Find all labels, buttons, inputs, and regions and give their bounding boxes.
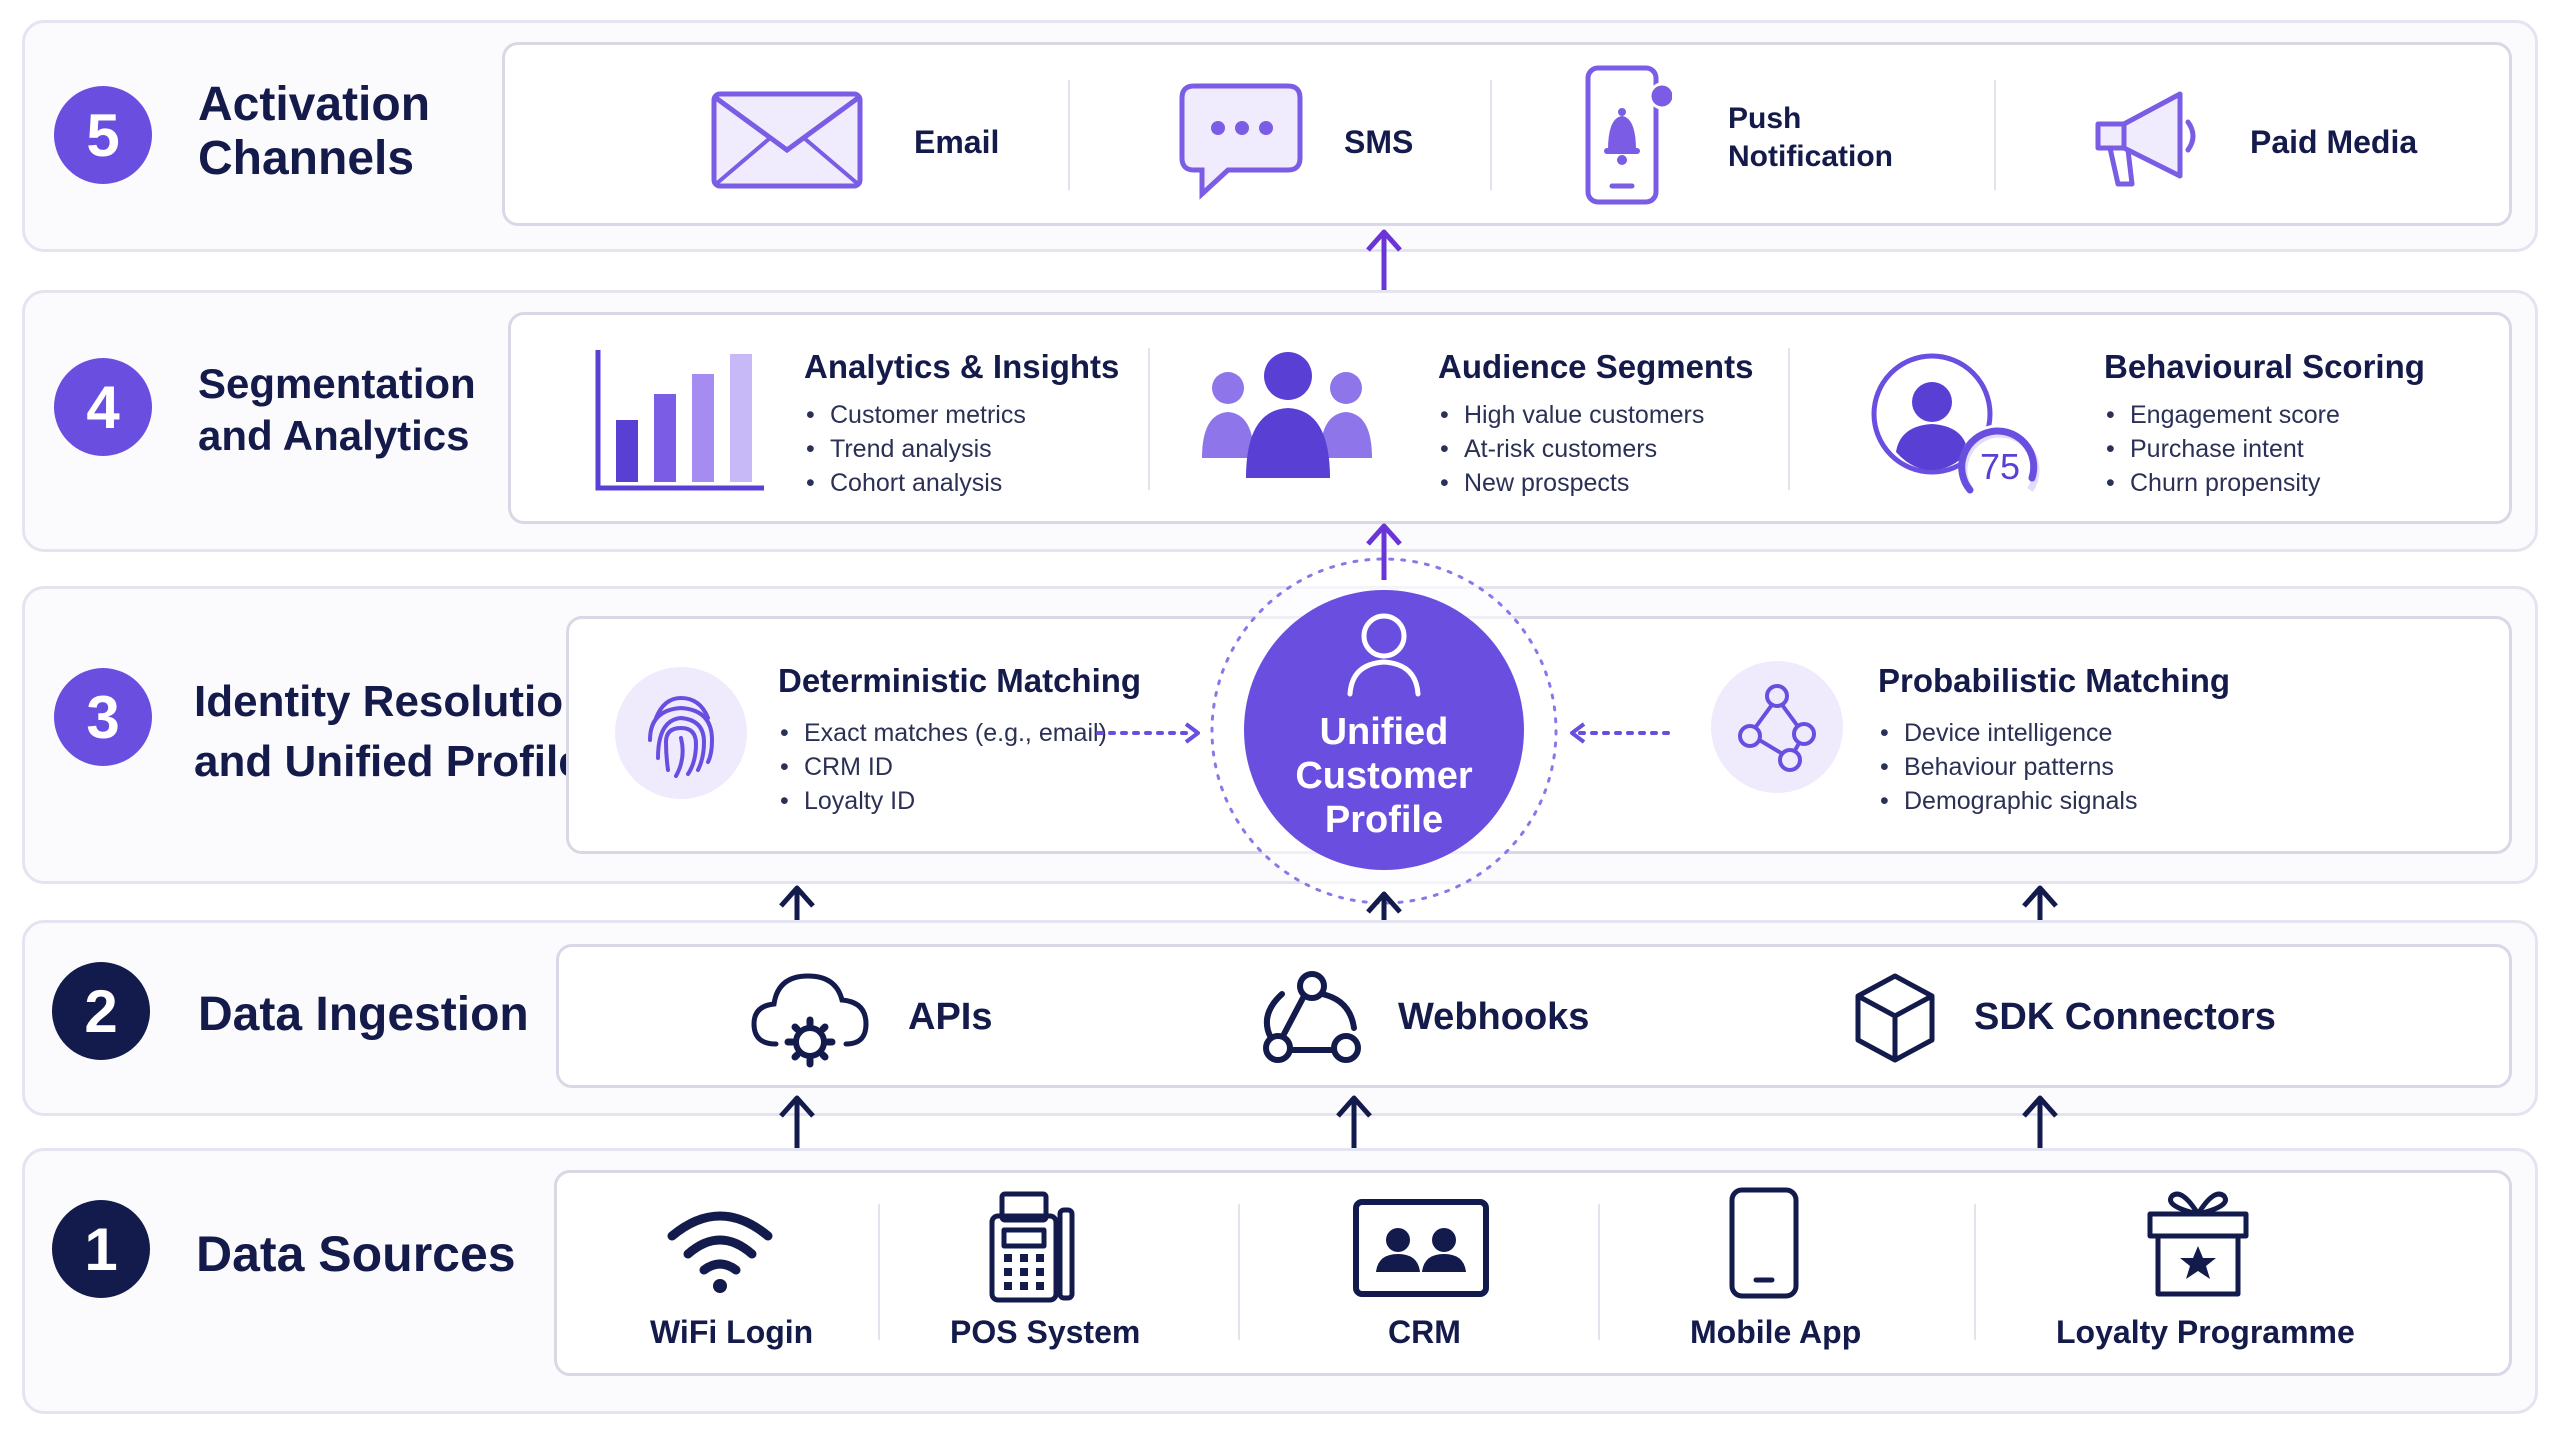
megaphone-icon — [2095, 91, 2196, 187]
bar-chart-icon — [595, 350, 764, 491]
list-item: Exact matches (e.g., email) — [778, 716, 1107, 750]
gift-star-icon — [2147, 1191, 2249, 1297]
network-nodes-icon — [1711, 661, 1843, 793]
unified-profile-line3: Profile — [1324, 799, 1444, 841]
list-item: Device intelligence — [1878, 716, 2137, 750]
divider — [1974, 1204, 1976, 1340]
webhook-icon — [1263, 971, 1361, 1063]
deterministic-matching-list: Exact matches (e.g., email) CRM ID Loyal… — [778, 716, 1107, 818]
arrow-up-icon — [1336, 1095, 1372, 1150]
user-icon — [1347, 613, 1421, 697]
divider — [1994, 80, 1996, 190]
wifi-icon — [667, 1211, 773, 1293]
layer-5-title: Activation Channels — [198, 78, 430, 186]
divider — [1598, 1204, 1600, 1340]
arrow-up-icon — [2022, 1095, 2058, 1150]
channel-paid-media-label: Paid Media — [2250, 124, 2418, 160]
list-item: High value customers — [1438, 398, 1704, 432]
arrow-up-icon — [1366, 229, 1402, 290]
pos-terminal-icon — [989, 1191, 1075, 1303]
layer-3-title-line2: and Unified Profile — [194, 737, 583, 786]
unified-profile-circle — [1244, 590, 1524, 870]
behavioural-score-value: 75 — [1980, 446, 2021, 487]
ingestion-webhooks-label: Webhooks — [1398, 996, 1590, 1038]
layer-4-title-line2: and Analytics — [198, 412, 470, 459]
contact-card-icon — [1353, 1199, 1489, 1297]
probabilistic-matching-list: Device intelligence Behaviour patterns D… — [1878, 716, 2137, 818]
analytics-insights-title: Analytics & Insights — [804, 348, 1120, 385]
layer-5-title-line2: Channels — [198, 131, 415, 185]
layer-4-badge: 4 — [54, 358, 152, 456]
audience-segments-title: Audience Segments — [1438, 348, 1754, 385]
layer-2-title: Data Ingestion — [198, 988, 529, 1041]
layer-5-badge: 5 — [54, 86, 152, 184]
layer-4-title: Segmentation and Analytics — [198, 358, 476, 462]
divider — [1148, 348, 1150, 490]
unified-profile-label: Unified Customer Profile — [1244, 710, 1524, 842]
list-item: Trend analysis — [804, 432, 1026, 466]
behavioural-scoring-list: Engagement score Purchase intent Churn p… — [2104, 398, 2340, 500]
channel-push-label: Push Notification — [1728, 100, 1893, 176]
mobile-phone-icon — [1729, 1187, 1799, 1299]
channel-sms-label: SMS — [1344, 124, 1414, 160]
fingerprint-icon — [615, 667, 747, 799]
channel-push-label-line2: Notification — [1728, 140, 1893, 173]
layer-3-badge: 3 — [54, 668, 152, 766]
layer-5-title-line1: Activation — [198, 78, 431, 131]
dotted-arrow-left-icon — [1570, 722, 1674, 744]
source-pos-label: POS System — [950, 1314, 1141, 1350]
layer-1-title: Data Sources — [196, 1226, 516, 1282]
ingestion-sdk-connectors-label: SDK Connectors — [1974, 996, 2276, 1038]
divider — [1788, 348, 1790, 490]
list-item: New prospects — [1438, 466, 1704, 500]
phone-bell-icon — [1585, 65, 1672, 205]
list-item: CRM ID — [778, 750, 1107, 784]
divider — [878, 1204, 880, 1340]
divider — [1490, 80, 1492, 190]
deterministic-matching-title: Deterministic Matching — [778, 662, 1142, 699]
list-item: Loyalty ID — [778, 784, 1107, 818]
list-item: Churn propensity — [2104, 466, 2340, 500]
source-mobile-app-label: Mobile App — [1690, 1314, 1862, 1350]
source-wifi-label: WiFi Login — [650, 1314, 814, 1350]
data-sources-panel — [554, 1170, 2512, 1376]
ingestion-apis-label: APIs — [908, 996, 993, 1038]
layer-3-title-line1: Identity Resolution — [194, 677, 590, 726]
layer-2-badge: 2 — [52, 962, 150, 1060]
source-loyalty-label: Loyalty Programme — [2056, 1314, 2355, 1350]
list-item: Behaviour patterns — [1878, 750, 2137, 784]
probabilistic-matching-title: Probabilistic Matching — [1878, 662, 2231, 699]
list-item: Cohort analysis — [804, 466, 1026, 500]
source-crm-label: CRM — [1388, 1314, 1461, 1350]
behavioural-scoring-title: Behavioural Scoring — [2104, 348, 2425, 385]
cube-icon — [1855, 973, 1935, 1063]
layer-4-title-line1: Segmentation — [198, 360, 476, 407]
list-item: Customer metrics — [804, 398, 1026, 432]
divider — [1068, 80, 1070, 190]
list-item: Demographic signals — [1878, 784, 2137, 818]
list-item: At-risk customers — [1438, 432, 1704, 466]
arrow-up-icon — [1366, 523, 1402, 580]
audience-segments-list: High value customers At-risk customers N… — [1438, 398, 1704, 500]
unified-profile-line2: Customer — [1295, 755, 1473, 797]
list-item: Engagement score — [2104, 398, 2340, 432]
people-group-icon — [1202, 352, 1372, 478]
cloud-gear-icon — [751, 973, 869, 1068]
arrow-up-icon — [779, 1095, 815, 1150]
channel-email-label: Email — [914, 124, 1000, 160]
analytics-insights-list: Customer metrics Trend analysis Cohort a… — [804, 398, 1026, 500]
channel-push-label-line1: Push — [1728, 102, 1802, 135]
layer-1-badge: 1 — [52, 1200, 150, 1298]
dotted-arrow-right-icon — [1096, 722, 1200, 744]
divider — [1238, 1204, 1240, 1340]
user-score-icon — [1871, 353, 2040, 500]
list-item: Purchase intent — [2104, 432, 2340, 466]
data-ingestion-panel — [556, 944, 2512, 1088]
layer-3-title: Identity Resolution and Unified Profile — [194, 672, 590, 792]
unified-profile-line1: Unified — [1319, 711, 1449, 753]
chat-bubble-icon — [1179, 83, 1303, 200]
envelope-icon — [711, 91, 863, 189]
